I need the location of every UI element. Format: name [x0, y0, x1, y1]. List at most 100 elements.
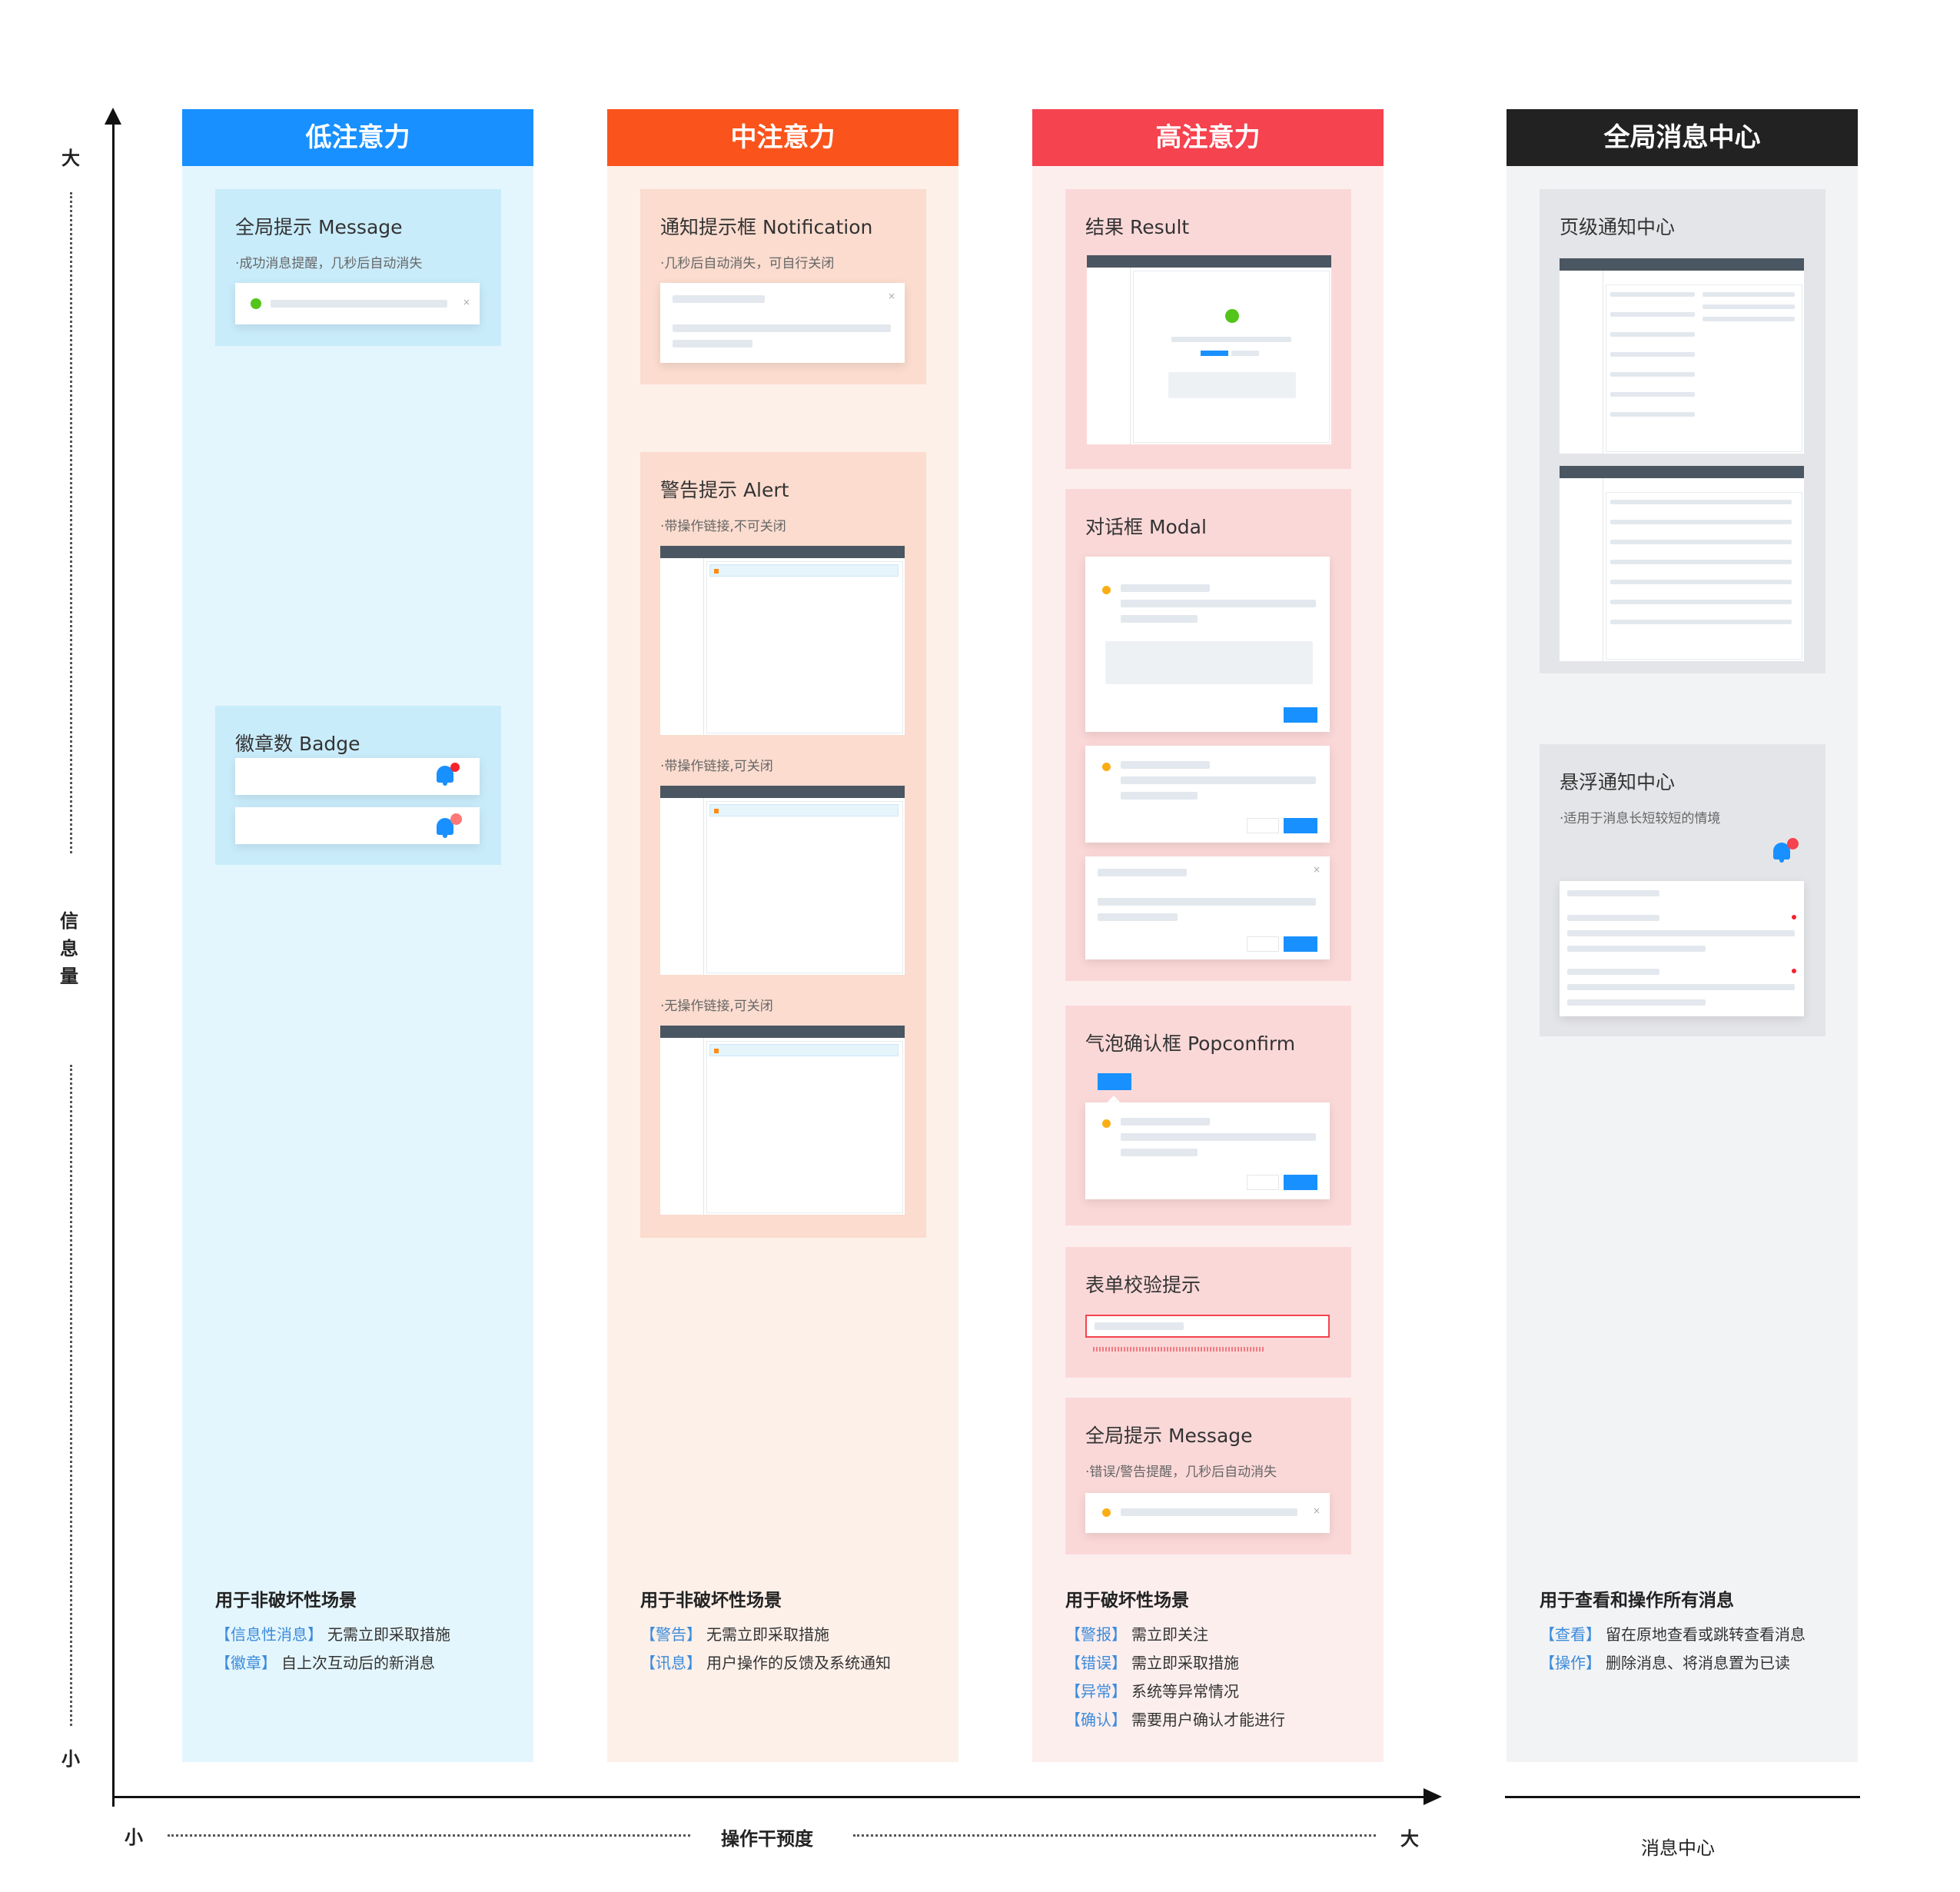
message-mock: × [1085, 1493, 1330, 1533]
modal-bar [1098, 869, 1187, 876]
trigger-button [1098, 1073, 1131, 1090]
footer-text: 无需立即采取措施 [706, 1625, 829, 1644]
x-axis-right-label: 大 [1400, 1828, 1419, 1850]
y-axis-label-2: 息 [60, 938, 78, 959]
card-result: 结果 Result [1065, 189, 1351, 469]
sidebar [1087, 268, 1131, 444]
detail-bar [1703, 292, 1795, 297]
popconfirm-bar [1121, 1118, 1210, 1126]
modal-table [1105, 641, 1313, 684]
list-bar [1610, 372, 1695, 377]
message-center-axis-label: 消息中心 [1641, 1837, 1715, 1859]
y-axis-line [112, 115, 115, 1807]
footer-tag: 【讯息】 [640, 1654, 702, 1672]
card-subtitle: ·无操作链接,可关闭 [660, 999, 773, 1014]
footer-tag: 【确认】 [1065, 1711, 1127, 1729]
footer-text: 需要用户确认才能进行 [1131, 1711, 1285, 1729]
list-bar [1610, 312, 1695, 317]
topbar [660, 546, 905, 558]
message-center-axis-line [1505, 1796, 1860, 1798]
modal-bar [1121, 761, 1210, 769]
footer-text: 无需立即采取措施 [327, 1625, 450, 1644]
result-button-secondary [1231, 351, 1259, 356]
footer-line: 【信息性消息】无需立即采取措施 [215, 1622, 523, 1644]
unread-dot [1792, 915, 1796, 919]
invalid-input [1085, 1315, 1330, 1338]
footer-text: 系统等异常情况 [1131, 1682, 1239, 1701]
warning-icon [1102, 1508, 1111, 1517]
panel-bar [1567, 969, 1659, 975]
card-subtitle: ·错误/警告提醒，几秒后自动消失 [1085, 1465, 1277, 1480]
result-mock [1087, 255, 1331, 444]
list-bar [1610, 352, 1695, 357]
footer-text: 删除消息、将消息置为已读 [1606, 1654, 1790, 1672]
close-icon: × [463, 297, 471, 308]
card-title: 全局提示 Message [1085, 1425, 1253, 1447]
bell-icon [437, 818, 453, 838]
column-header: 全局消息中心 [1507, 109, 1858, 166]
card-modal: 对话框 Modal × [1065, 489, 1351, 981]
list-bar [1610, 392, 1695, 397]
card-title: 悬浮通知中心 [1560, 771, 1676, 793]
footer-tag: 【徽章】 [215, 1654, 277, 1672]
column-header: 中注意力 [607, 109, 958, 166]
footer-tag: 【警报】 [1065, 1625, 1127, 1644]
badge-row-dot [235, 758, 480, 795]
card-title: 对话框 Modal [1085, 516, 1207, 538]
column-message-center: 全局消息中心 页级通知中心 [1507, 109, 1858, 1762]
card-title: 全局提示 Message [235, 216, 403, 238]
sidebar [1560, 271, 1603, 454]
popconfirm-mock [1085, 1102, 1330, 1199]
y-axis-arrow [105, 108, 121, 125]
footer-text: 用户操作的反馈及系统通知 [706, 1654, 891, 1672]
content-pane [706, 801, 903, 973]
list-bar [1610, 292, 1695, 297]
column-medium-attention: 中注意力 通知提示框 Notification ·几秒后自动消失，可自行关闭 ×… [607, 109, 958, 1762]
alert-strip [709, 804, 899, 816]
modal-bar [1121, 584, 1210, 592]
page-center-mock-1 [1560, 258, 1804, 454]
success-icon [251, 298, 261, 309]
unread-dot [1792, 969, 1796, 973]
footer-line: 【讯息】用户操作的反馈及系统通知 [640, 1651, 948, 1673]
card-title: 表单校验提示 [1085, 1274, 1201, 1296]
footer-text: 需立即采取措施 [1131, 1654, 1239, 1672]
confirm-button [1284, 707, 1317, 723]
topbar [1560, 466, 1804, 478]
topbar [660, 1026, 905, 1038]
footer-title: 用于破坏性场景 [1065, 1591, 1189, 1611]
floating-panel-mock [1560, 881, 1804, 1016]
message-bar [1121, 1508, 1297, 1516]
card-title: 结果 Result [1085, 216, 1190, 238]
card-subtitle: ·适用于消息长短较短的情境 [1560, 811, 1721, 826]
footer-line: 【错误】需立即采取措施 [1065, 1651, 1373, 1673]
footer-tag: 【信息性消息】 [215, 1625, 323, 1644]
warning-dot [714, 809, 719, 813]
footer-tag: 【错误】 [1065, 1654, 1127, 1672]
alert-strip [709, 1044, 899, 1056]
footer-tag: 【查看】 [1540, 1625, 1601, 1644]
close-icon: × [1313, 864, 1321, 875]
column-footer: 用于非破坏性场景 【警告】无需立即采取措施 【讯息】用户操作的反馈及系统通知 [640, 1585, 948, 1673]
warning-icon [1102, 763, 1111, 771]
content-pane [1606, 492, 1802, 660]
alert-mock-1 [660, 546, 905, 735]
modal-bar [1098, 913, 1178, 921]
close-icon: × [888, 291, 896, 301]
bell-icon [437, 766, 453, 786]
cancel-button [1247, 1175, 1279, 1190]
topbar [660, 786, 905, 798]
column-footer: 用于查看和操作所有消息 【查看】留在原地查看或跳转查看消息 【操作】删除消息、将… [1540, 1585, 1847, 1673]
panel-bar [1567, 946, 1706, 952]
content-pane [706, 561, 903, 733]
alert-mock-3 [660, 1026, 905, 1215]
message-mock: × [235, 283, 480, 324]
page-center-mock-2 [1560, 466, 1804, 661]
card-subtitle: ·成功消息提醒，几秒后自动消失 [235, 256, 423, 271]
card-form-validation: 表单校验提示 [1065, 1247, 1351, 1378]
list-bar [1610, 580, 1792, 584]
y-axis-top-label: 大 [61, 148, 80, 169]
y-axis-dashes-top [70, 192, 72, 853]
modal-mock-medium [1085, 746, 1330, 843]
content-pane [706, 1041, 903, 1213]
